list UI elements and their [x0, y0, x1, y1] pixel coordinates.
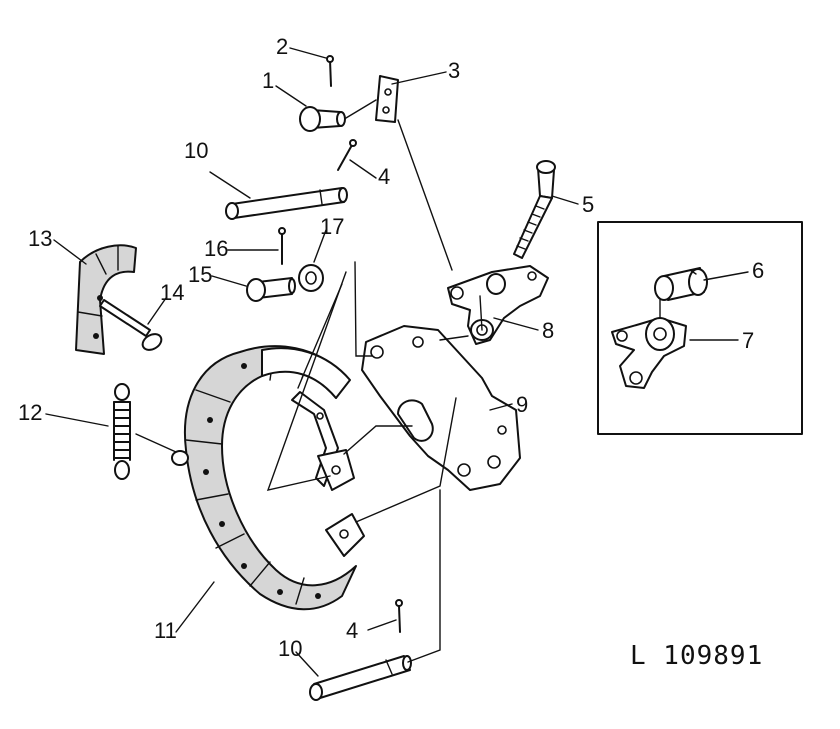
callout-14: 14 [160, 280, 184, 305]
callout-10-top: 10 [184, 138, 208, 163]
cotter-pin-part-4-top [337, 139, 357, 171]
callout-15: 15 [188, 262, 212, 287]
callout-6: 6 [752, 258, 764, 283]
spring-part-12 [113, 383, 131, 480]
cotter-pin-part-16 [278, 227, 286, 265]
pin-part-15 [246, 277, 296, 302]
cotter-pin-part-2 [326, 55, 334, 87]
callout-9: 9 [516, 392, 528, 417]
callout-16: 16 [204, 236, 228, 261]
callout-3: 3 [448, 58, 460, 83]
lining-segment-part-13 [75, 244, 137, 355]
callout-13: 13 [28, 226, 52, 251]
reference-number: L 109891 [630, 641, 763, 671]
callout-11: 11 [154, 618, 177, 643]
cotter-pin-part-4-bottom [395, 599, 403, 633]
callout-labels: 1 2 3 4 4 5 6 7 8 9 10 10 11 12 13 14 15… [18, 34, 764, 661]
callout-12: 12 [18, 400, 42, 425]
clevis-part-3 [375, 75, 399, 123]
callout-4-bottom: 4 [346, 618, 358, 643]
callout-2: 2 [276, 34, 288, 59]
rivet-part-14 [99, 299, 163, 351]
callout-1: 1 [262, 68, 274, 93]
inset-lever-part-7 [611, 317, 687, 389]
callout-7: 7 [742, 328, 754, 353]
adjusting-bolt-part-5 [513, 160, 556, 259]
callout-17: 17 [320, 214, 344, 239]
detail-inset-box [597, 221, 803, 435]
callout-4-top: 4 [378, 164, 390, 189]
callout-5: 5 [582, 192, 594, 217]
callout-10-bottom: 10 [278, 636, 302, 661]
pin-part-1 [299, 106, 346, 132]
bracket-plate-part-9 [361, 325, 521, 491]
washer-part-17 [298, 264, 324, 292]
callout-8: 8 [542, 318, 554, 343]
long-pin-part-10-bottom [309, 655, 412, 701]
lever-part-8 [447, 265, 549, 345]
long-pin-part-10-top [225, 187, 348, 220]
assembly-leader-lines [45, 47, 749, 677]
inset-pin-part-6 [654, 267, 708, 301]
brake-band-part-11 [171, 345, 365, 611]
